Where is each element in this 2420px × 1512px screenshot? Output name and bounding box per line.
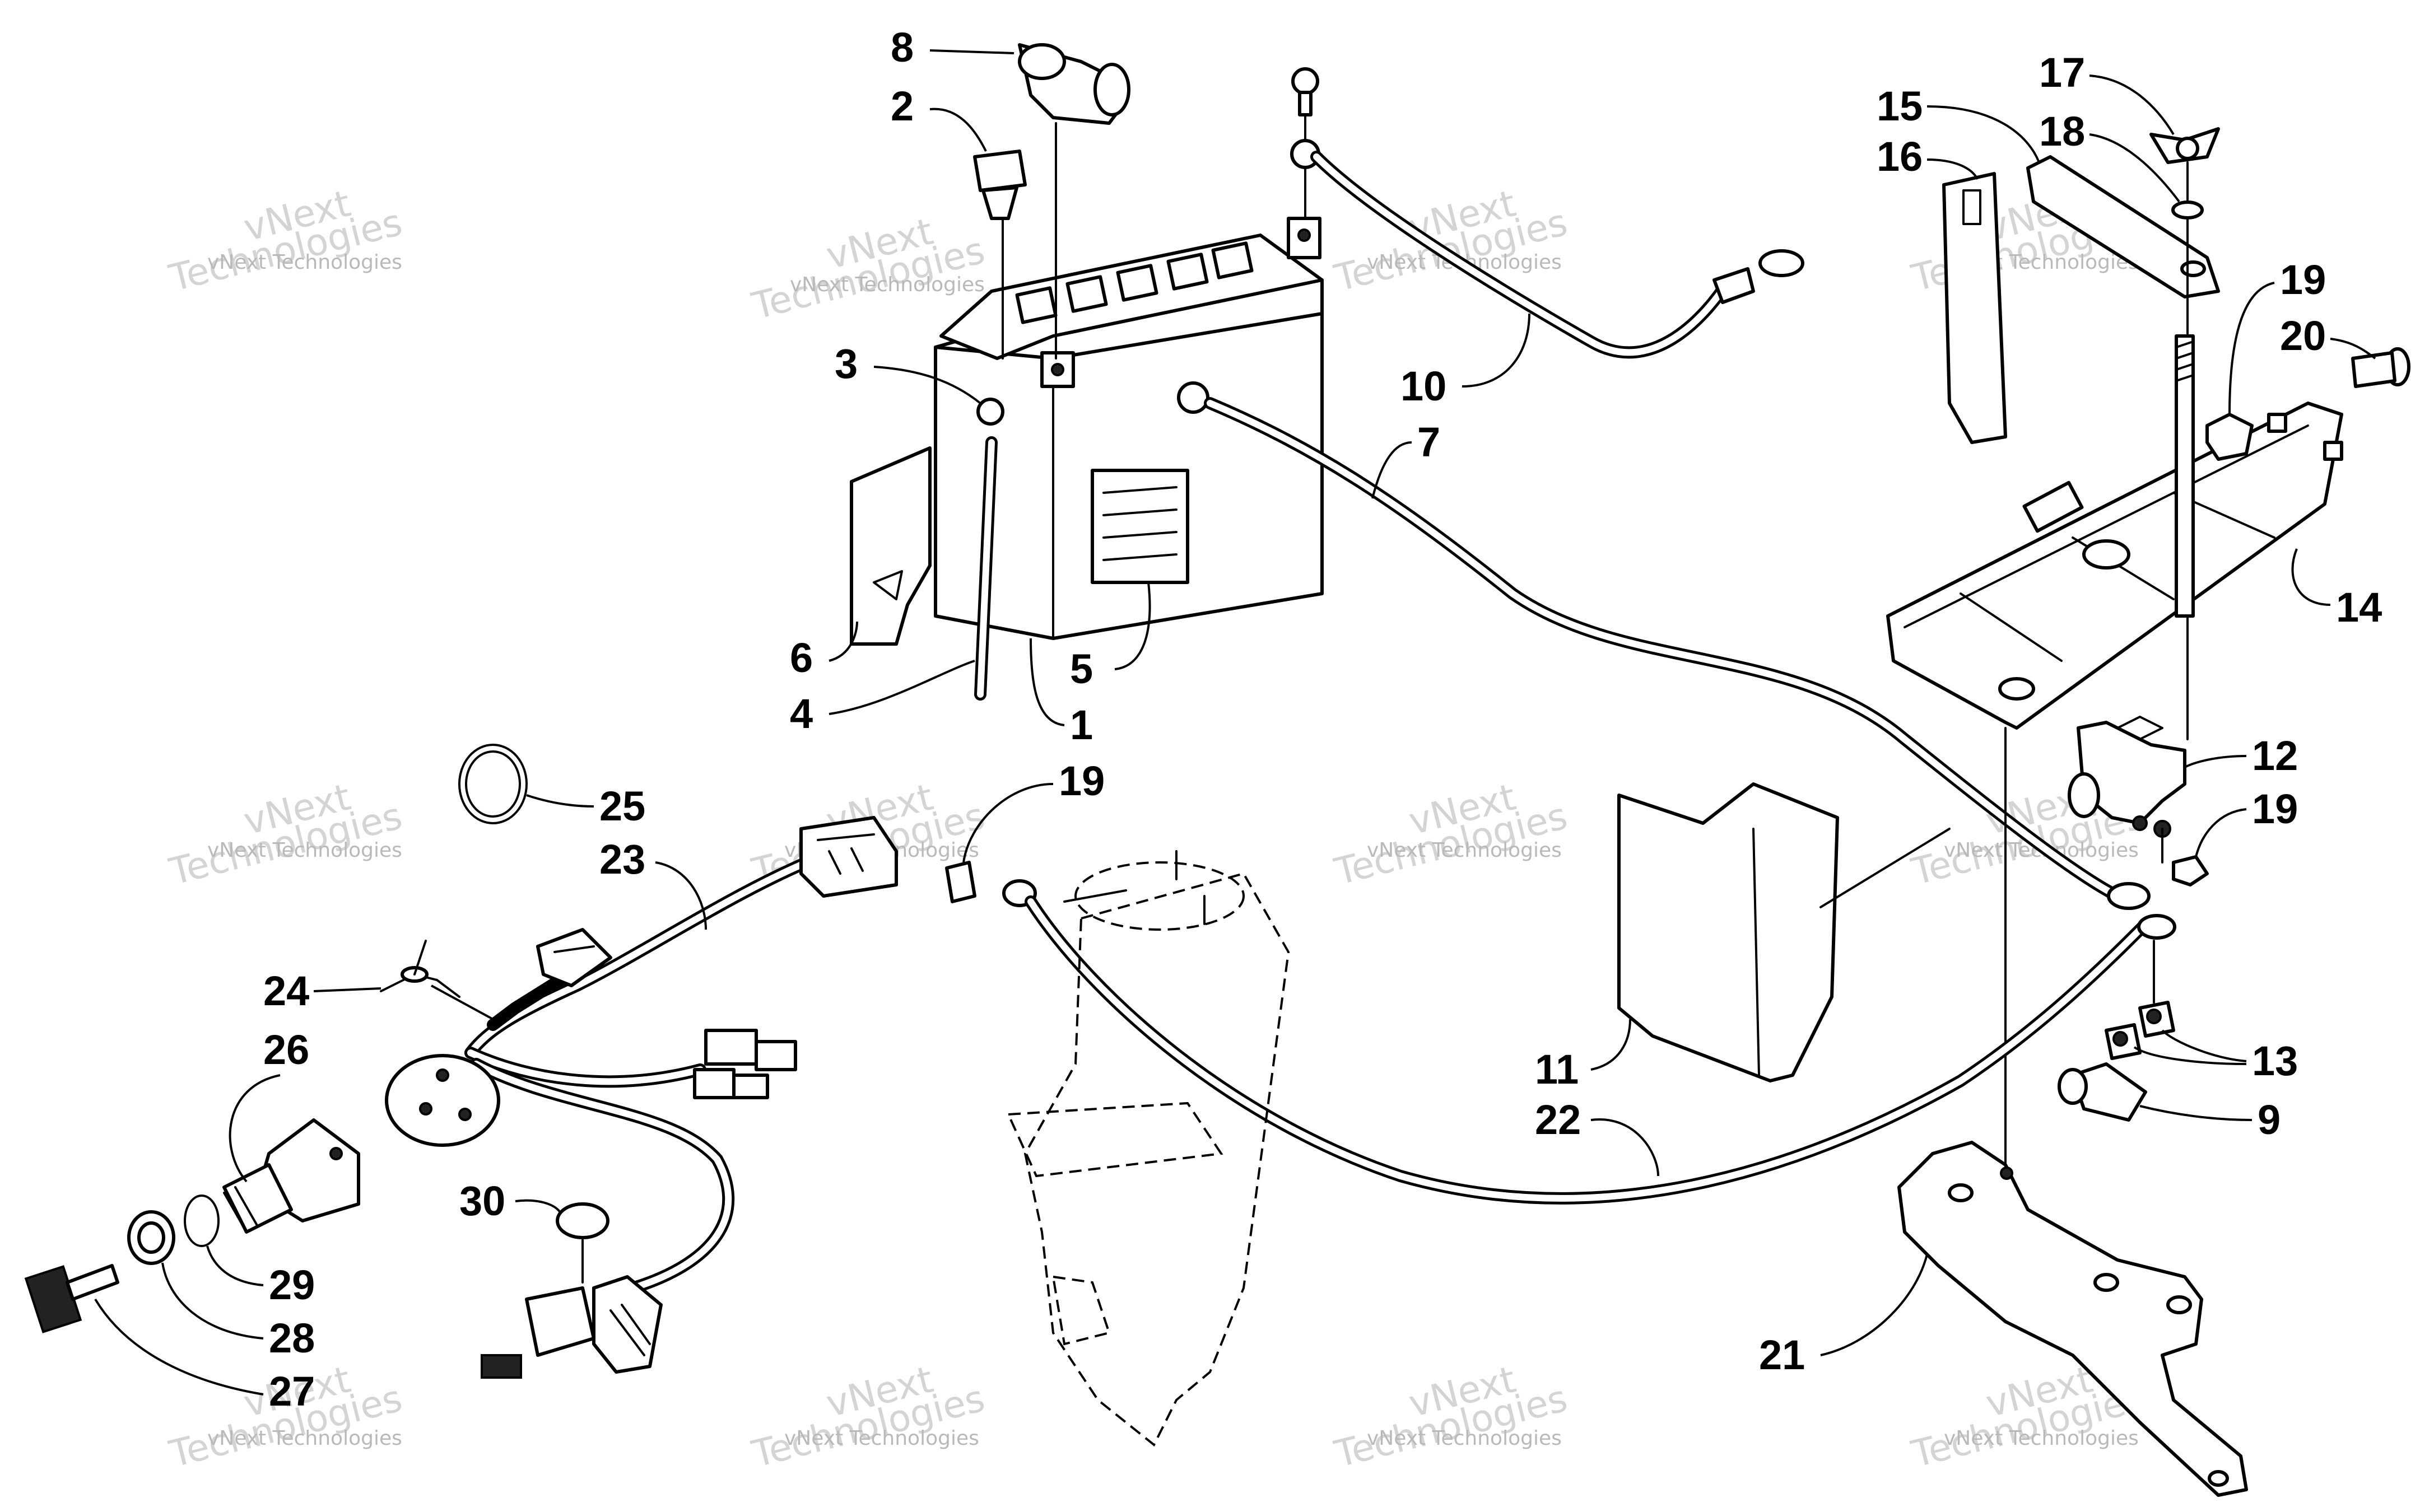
callout-16: 16 — [1877, 133, 1923, 180]
tube-clamp-part-3 — [976, 398, 1004, 426]
callout-7: 7 — [1417, 419, 1440, 465]
watermark-small: vNext Technologies — [1944, 1427, 2139, 1450]
battery-cables — [1177, 139, 2151, 910]
wing-nut-part-17 — [2149, 127, 2220, 164]
strap-part-15 — [2026, 155, 2220, 298]
callout-19: 19 — [1059, 758, 1105, 804]
battery-pad-part-6 — [850, 446, 932, 646]
callout-6: 6 — [790, 634, 813, 681]
watermark-small: vNext Technologies — [784, 1427, 979, 1450]
callout-18: 18 — [2039, 108, 2085, 155]
callout-27: 27 — [269, 1368, 315, 1415]
harness-connector — [799, 816, 898, 898]
battery-terminal-negative — [1040, 351, 1075, 388]
watermark-small: vNext Technologies — [1367, 1427, 1562, 1450]
bracket-part-21 — [1897, 1141, 2248, 1497]
nut-part-28 — [127, 1210, 175, 1265]
callout-3: 3 — [835, 340, 858, 387]
watermark-small: vNext Technologies — [207, 251, 402, 274]
harness-plug — [693, 1068, 769, 1099]
callout-9: 9 — [2258, 1096, 2281, 1143]
terminal-screw — [1291, 67, 1319, 116]
callouts: 8 2 3 6 4 1 5 10 7 15 16 17 18 — [94, 24, 2382, 1415]
callout-1: 1 — [1070, 702, 1093, 748]
callout-5: 5 — [1070, 646, 1093, 692]
callout-25: 25 — [599, 783, 645, 829]
callout-15: 15 — [1877, 83, 1923, 129]
callout-28: 28 — [269, 1315, 315, 1361]
callout-12: 12 — [2252, 732, 2298, 779]
ignition-switch-assembly — [24, 744, 609, 1333]
battery-box-assembly — [1886, 127, 2410, 1177]
vent-caps — [1015, 241, 1254, 324]
watermark-small: vNext Technologies — [207, 1427, 402, 1450]
watermark-small: vNext Technologies — [207, 839, 402, 862]
callout-20: 20 — [2280, 312, 2326, 359]
terminal-boot-part-9 — [2058, 1062, 2147, 1122]
callout-10: 10 — [1400, 363, 1446, 409]
callout-22: 22 — [1535, 1096, 1581, 1143]
lock-ring-part-29 — [184, 1194, 220, 1247]
terminal-cover-part-8 — [1018, 43, 1130, 125]
callout-19: 19 — [2252, 786, 2298, 832]
callout-21: 21 — [1759, 1332, 1805, 1378]
callout-19: 19 — [2280, 256, 2326, 303]
cable-part-22 — [1002, 879, 2176, 1205]
solenoid-assembly — [2058, 716, 2209, 1122]
battery-label-part-5 — [1091, 469, 1189, 584]
watermark-small: vNext Technologies — [1367, 839, 1562, 862]
battery-assembly — [850, 43, 1324, 701]
fuse-holder — [481, 1275, 663, 1379]
washer-part-18 — [2171, 200, 2204, 220]
harness-plug — [704, 1029, 797, 1071]
vent-plug-part-2 — [973, 150, 1027, 220]
callout-26: 26 — [263, 1026, 309, 1073]
harness-plug — [536, 928, 612, 987]
callout-23: 23 — [599, 836, 645, 883]
watermark-small: vNext Technologies — [790, 273, 985, 296]
starter-motor-reference — [1006, 850, 1290, 1447]
switch-plate — [385, 1054, 500, 1147]
callout-4: 4 — [790, 690, 813, 737]
cover-part-11 — [1617, 782, 1951, 1082]
wiring-harness-part-23 — [464, 816, 976, 1379]
callout-14: 14 — [2336, 584, 2382, 631]
callout-2: 2 — [891, 83, 914, 129]
cap-part-30 — [556, 1202, 609, 1284]
ignition-switch-part-26 — [222, 1118, 360, 1234]
callout-17: 17 — [2039, 49, 2085, 96]
callout-8: 8 — [891, 24, 914, 71]
callout-29: 29 — [269, 1262, 315, 1308]
nut-part-19 — [2205, 413, 2254, 461]
callout-11: 11 — [1535, 1046, 1579, 1093]
clamp-part-25 — [458, 744, 528, 824]
key-part-27 — [24, 1264, 119, 1333]
callout-30: 30 — [459, 1178, 505, 1224]
clip-part-19 — [945, 861, 976, 903]
callout-24: 24 — [263, 968, 309, 1014]
bolt-part-20 — [2351, 347, 2410, 388]
nut-part-19 — [2172, 855, 2209, 886]
strap-part-16 — [1942, 172, 2007, 444]
callout-13: 13 — [2252, 1038, 2298, 1084]
